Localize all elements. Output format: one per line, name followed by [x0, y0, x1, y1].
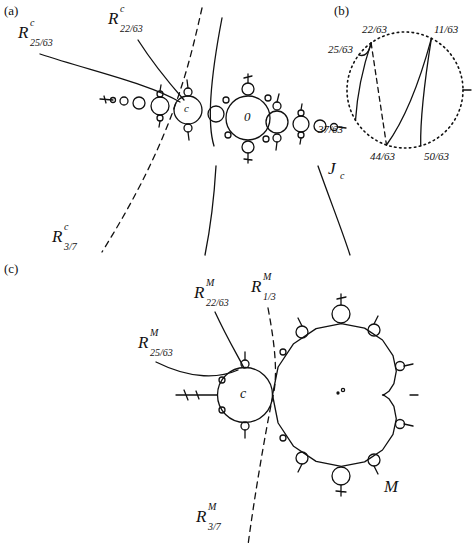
dashed-ray: [102, 8, 202, 252]
ray-angle: 25/63: [30, 38, 53, 48]
angle-label: 11/63: [434, 24, 458, 35]
angle-label: 25/63: [328, 44, 353, 55]
ray-angle: 3/7: [208, 522, 221, 532]
set-symbol: M: [384, 478, 398, 495]
ray-superscript: M: [263, 272, 271, 282]
external-ray: [318, 166, 350, 255]
external-ray: [138, 40, 184, 100]
panel-letter: (c): [4, 262, 18, 275]
ray-angle: 3/7: [64, 242, 77, 252]
parameter-ray: [215, 312, 244, 368]
external-ray: [40, 54, 180, 102]
ray-angle: 22/63: [206, 298, 229, 308]
angle-label: 44/63: [370, 151, 395, 162]
mandelbrot-set: [176, 294, 418, 496]
ray-angle: 1/3: [263, 292, 276, 302]
julia-set: [100, 74, 346, 163]
ray-symbol: R: [52, 228, 62, 245]
point-label: 0: [244, 110, 251, 123]
ray-symbol: R: [138, 334, 148, 351]
ray-superscript: M: [208, 502, 216, 512]
angle-label: 22/63: [362, 24, 387, 35]
panel-letter: (b): [334, 4, 349, 17]
external-ray: [210, 18, 222, 146]
ray-superscript: c: [64, 222, 68, 232]
ray-symbol: R: [196, 508, 206, 525]
ray-symbol: R: [108, 10, 118, 27]
ray-superscript: M: [150, 328, 158, 338]
ray-symbol: R: [194, 284, 204, 301]
ray-symbol: R: [251, 278, 261, 295]
parameter-ray: [156, 362, 238, 376]
ray-symbol: R: [18, 24, 28, 41]
angle-label: 37/63: [318, 124, 343, 135]
set-symbol: J: [328, 160, 336, 177]
external-ray: [205, 166, 216, 255]
ray-superscript: M: [206, 278, 214, 288]
ray-superscript: c: [30, 18, 34, 28]
panel-letter: (a): [4, 4, 18, 17]
set-subscript: c: [340, 171, 344, 181]
angle-label: 50/63: [424, 151, 449, 162]
point-label: c: [240, 387, 246, 401]
ray-angle: 25/63: [150, 348, 173, 358]
dashed-ray: [248, 308, 275, 545]
ray-angle: 22/63: [120, 24, 143, 34]
lamination-circle: [347, 32, 471, 148]
ray-superscript: c: [120, 4, 124, 14]
point-label: c: [184, 103, 189, 114]
